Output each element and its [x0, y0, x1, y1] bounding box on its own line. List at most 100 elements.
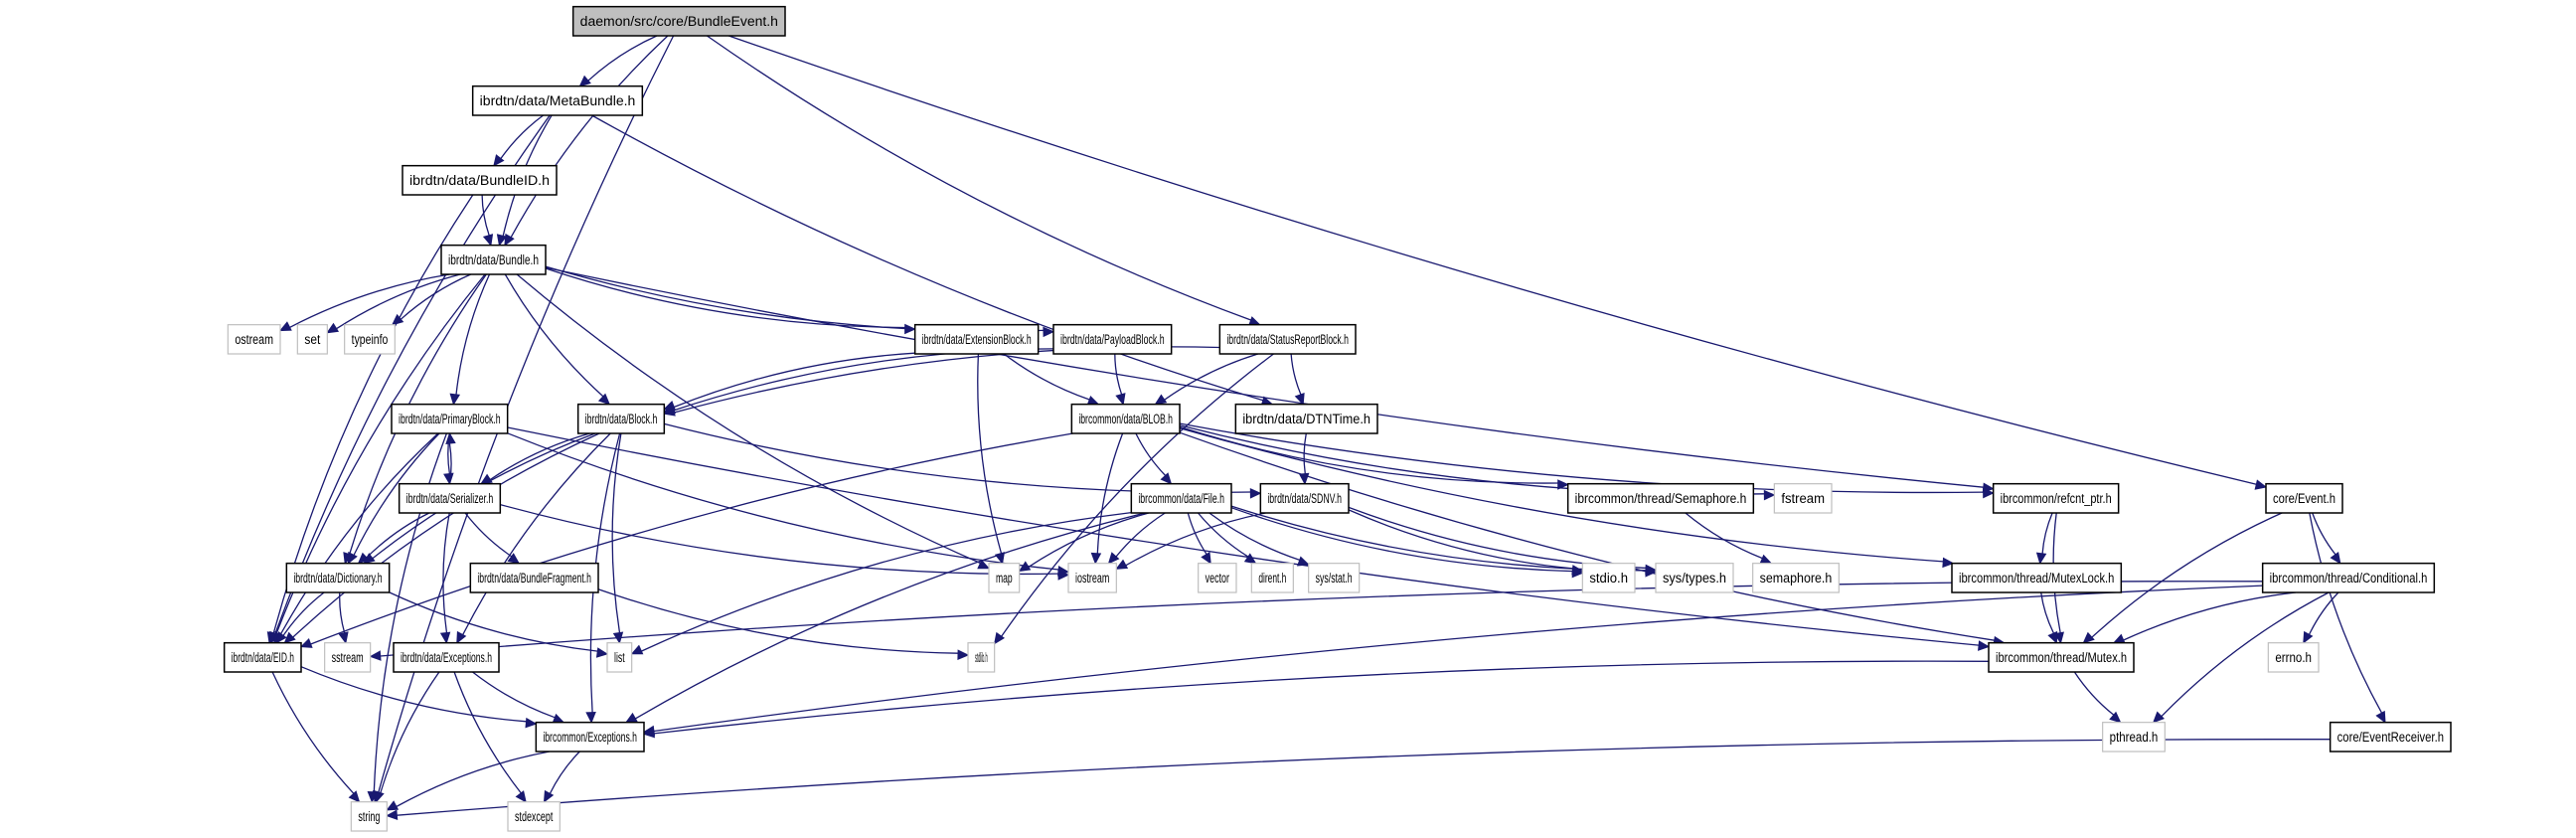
node-box [988, 563, 1021, 593]
node-statusreportblock[interactable]: ibrdtn/data/StatusReportBlock.h [1218, 323, 1357, 355]
edge-mutex-to-pthread [2073, 671, 2115, 716]
edge-file-to-stdio [1230, 507, 1573, 573]
arrowhead-icon [283, 631, 296, 644]
node-bundleevent[interactable]: daemon/src/core/BundleEvent.h [571, 5, 786, 37]
node-box [1259, 482, 1350, 514]
edge-bundle-to-ostream [289, 273, 450, 328]
node-label: ibrcommon/data/File.h [1138, 491, 1224, 506]
edge-eid-to-ibrexceptions [300, 666, 527, 723]
nodes-layer: daemon/src/core/BundleEvent.h ibrdtn/data… [223, 5, 2452, 832]
arrowhead-icon [496, 234, 508, 247]
node-label: stdexcept [515, 809, 553, 824]
arrowhead-icon [1154, 394, 1168, 406]
node-box [606, 642, 633, 673]
arrowhead-icon [1571, 565, 1584, 576]
node-exceptions[interactable]: ibrdtn/data/Exceptions.h [393, 641, 500, 673]
node-semaphore[interactable]: ibrcommon/thread/Semaphore.h [1566, 482, 1755, 514]
node-bundlefragment[interactable]: ibrdtn/data/BundleFragment.h [469, 562, 599, 593]
arrowhead-icon [595, 647, 609, 658]
arrowhead-icon [278, 321, 292, 332]
node-box [1566, 482, 1755, 514]
node-box [1581, 563, 1636, 593]
node-label: ibrdtn/data/BundleID.h [409, 173, 550, 188]
edge-sdnv-to-systypes [1348, 506, 1647, 570]
node-blob[interactable]: ibrcommon/data/BLOB.h [1070, 403, 1181, 434]
node-map: map [988, 563, 1021, 593]
node-file[interactable]: ibrcommon/data/File.h [1130, 482, 1232, 514]
edge-file-to-systypes [1230, 505, 1647, 572]
node-string: string [350, 801, 388, 832]
edge-bundleevent-to-metabundle [587, 35, 658, 82]
node-errno: errno.h [2267, 642, 2320, 673]
edge-mutexlock-to-mutex [2040, 591, 2055, 634]
edge-exceptions-to-ibrexceptions [472, 671, 556, 719]
node-sdnv[interactable]: ibrdtn/data/SDNV.h [1259, 482, 1350, 514]
edges-layer [266, 35, 2386, 821]
arrowhead-icon [1243, 553, 1257, 565]
node-label: sys/types.h [1663, 571, 1726, 586]
node-metabundle[interactable]: ibrdtn/data/MetaBundle.h [471, 84, 644, 116]
node-box [469, 562, 599, 593]
arrowhead-icon [1057, 570, 1070, 581]
node-payloadblock[interactable]: ibrdtn/data/PayloadBlock.h [1052, 323, 1173, 355]
node-box [2102, 722, 2166, 753]
edge-bundlefragment-to-stdlib [597, 588, 959, 654]
node-label: ibrdtn/data/Bundle.h [448, 252, 539, 267]
node-bundleid[interactable]: ibrdtn/data/BundleID.h [402, 164, 558, 196]
node-stdlib: stdlib.h [967, 642, 996, 673]
arrowhead-icon [449, 393, 461, 406]
edge-serializer-to-bundlefragment [464, 512, 513, 558]
node-ibrexceptions[interactable]: ibrcommon/Exceptions.h [535, 721, 645, 753]
node-label: ibrdtn/data/StatusReportBlock.h [1226, 332, 1349, 347]
node-label: ibrdtn/data/Exceptions.h [401, 650, 492, 665]
edge-metabundle-to-dtntime [591, 114, 1264, 402]
node-label: pthread.h [2110, 730, 2159, 745]
node-label: ibrdtn/data/PrimaryBlock.h [399, 412, 501, 426]
node-label: ibrcommon/data/BLOB.h [1078, 412, 1173, 426]
node-systypes: sys/types.h [1655, 563, 1734, 593]
node-sysstat: sys/stat.h [1308, 563, 1361, 593]
node-box [1308, 563, 1361, 593]
edge-blob-to-mutex [1179, 431, 1995, 641]
arrowhead-icon [957, 649, 970, 660]
edge-conditional-to-errno [2308, 591, 2339, 635]
node-box [1988, 641, 2135, 673]
node-box [2267, 642, 2320, 673]
node-label: map [996, 571, 1013, 586]
edge-sdnv-to-stdio [1348, 509, 1573, 570]
arrowhead-icon [439, 631, 451, 644]
node-eid[interactable]: ibrdtn/data/EID.h [223, 641, 302, 673]
node-extensionblock[interactable]: ibrdtn/data/ExtensionBlock.h [913, 323, 1040, 355]
node-block[interactable]: ibrdtn/data/Block.h [576, 403, 666, 434]
arrowhead-icon [2112, 633, 2126, 644]
node-primaryblock[interactable]: ibrdtn/data/PrimaryBlock.h [391, 403, 509, 434]
node-refcnt_ptr[interactable]: ibrcommon/refcnt_ptr.h [1992, 482, 2120, 514]
node-mutexlock[interactable]: ibrcommon/thread/MutexLock.h [1951, 562, 2123, 593]
node-conditional[interactable]: ibrcommon/thread/Conditional.h [2261, 562, 2436, 593]
edge-file-to-list [641, 511, 1132, 652]
edge-bundleevent-to-bundle [510, 35, 669, 239]
node-sstream: sstream [324, 642, 372, 673]
node-event[interactable]: core/Event.h [2265, 482, 2343, 514]
node-dictionary[interactable]: ibrdtn/data/Dictionary.h [285, 562, 391, 593]
node-box [1198, 563, 1237, 593]
node-box [1992, 482, 2120, 514]
edge-bundle-to-block [504, 273, 604, 398]
node-serializer[interactable]: ibrdtn/data/Serializer.h [398, 482, 502, 514]
node-bundle[interactable]: ibrdtn/data/Bundle.h [440, 244, 547, 275]
edge-blob-to-iostream [1096, 432, 1124, 554]
arrowhead-icon [993, 631, 1006, 645]
node-label: daemon/src/core/BundleEvent.h [580, 14, 778, 29]
edge-dictionary-to-list [389, 591, 598, 652]
node-mutex[interactable]: ibrcommon/thread/Mutex.h [1988, 641, 2135, 673]
edge-statusreportblock-to-blob [1164, 353, 1258, 401]
node-label: iostream [1075, 571, 1109, 586]
node-eventreceiver[interactable]: core/EventReceiver.h [2329, 721, 2452, 753]
arrowhead-icon [338, 631, 349, 644]
node-box [471, 84, 644, 116]
node-dtntime[interactable]: ibrdtn/data/DTNTime.h [1234, 403, 1378, 434]
node-label: ibrcommon/thread/MutexLock.h [1959, 571, 2114, 586]
node-box [2265, 482, 2343, 514]
arrowhead-icon [1107, 552, 1120, 565]
node-box [507, 801, 561, 832]
